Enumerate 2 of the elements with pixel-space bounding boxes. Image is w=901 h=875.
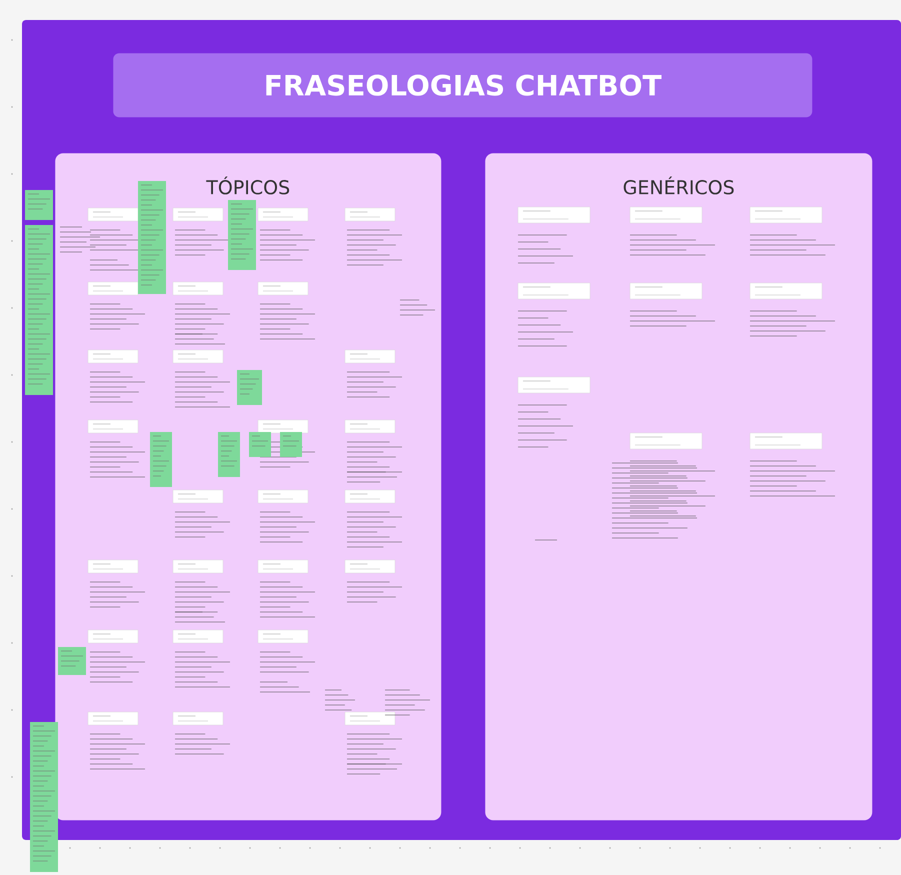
title-banner: FRASEOLOGIAS CHATBOT [113,53,812,118]
section-panel: GENÉRICOS [485,153,872,820]
